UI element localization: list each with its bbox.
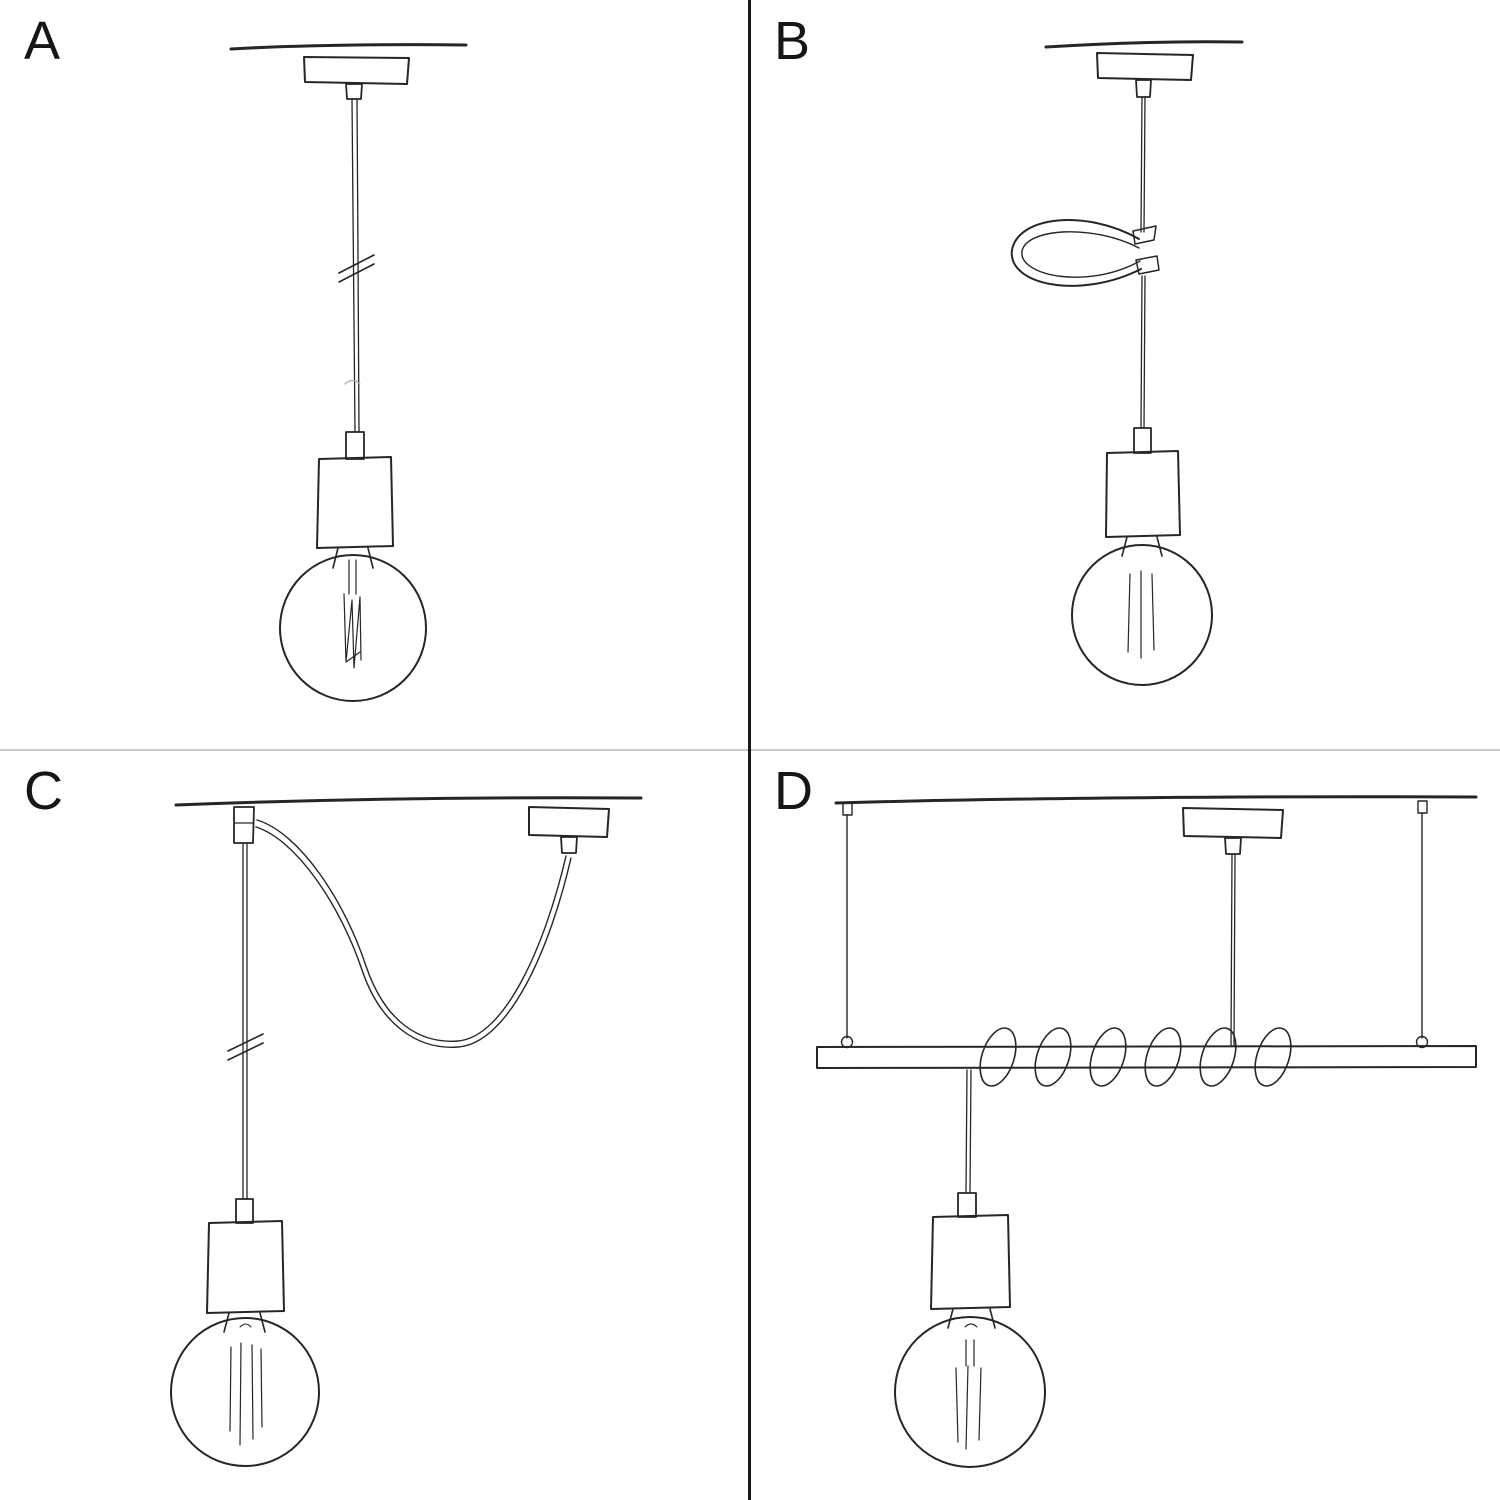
- wooden-bar: [816, 1045, 1477, 1069]
- panel-label-b: B: [774, 11, 812, 71]
- panel-c: C: [0, 750, 750, 1500]
- pendant-suspended-bar-sketch: [816, 795, 1478, 1468]
- lamp-holder: [206, 1198, 285, 1314]
- ceiling-rose: [528, 806, 610, 854]
- ceiling-hook: [233, 806, 255, 844]
- pendant-straight-drop-sketch: [229, 43, 468, 702]
- panel-label-a: A: [24, 11, 62, 71]
- pendant-cable: [965, 1069, 972, 1194]
- panel-d: D: [750, 750, 1500, 1500]
- ceiling-line: [1044, 40, 1244, 49]
- ceiling-rose: [1182, 807, 1284, 855]
- cable-coil-wraps: [979, 1027, 1292, 1087]
- ceiling-line: [174, 796, 643, 807]
- lamp-holder: [930, 1192, 1011, 1310]
- light-bulb: [1071, 536, 1213, 686]
- cable-clip-loop: [1010, 219, 1160, 287]
- swag-cable: [255, 819, 572, 1048]
- panel-b: B: [750, 0, 1500, 750]
- panel-a: A: [0, 0, 750, 750]
- pendant-cable: [1140, 96, 1146, 429]
- ceiling-line: [229, 43, 468, 51]
- ceiling-rose: [303, 56, 410, 100]
- light-bulb: [279, 547, 427, 702]
- panel-label-c: C: [24, 761, 64, 821]
- pendant-cable: [338, 98, 375, 433]
- lamp-holder: [1105, 427, 1181, 538]
- vertical-divider: [748, 0, 751, 1500]
- left-suspension-wire: [840, 802, 854, 1049]
- pendant-swag-sketch: [170, 796, 643, 1467]
- drop-cable-from-rose: [1230, 853, 1236, 1047]
- pendant-cable-clip-loop-sketch: [1010, 40, 1244, 686]
- pendant-cable: [227, 842, 264, 1200]
- ceiling-line: [834, 795, 1478, 805]
- light-bulb: [894, 1308, 1046, 1468]
- ceiling-rose: [1096, 52, 1194, 98]
- panel-label-d: D: [774, 761, 814, 821]
- right-suspension-wire: [1415, 800, 1429, 1049]
- lamp-holder: [316, 431, 394, 549]
- light-bulb: [170, 1312, 320, 1467]
